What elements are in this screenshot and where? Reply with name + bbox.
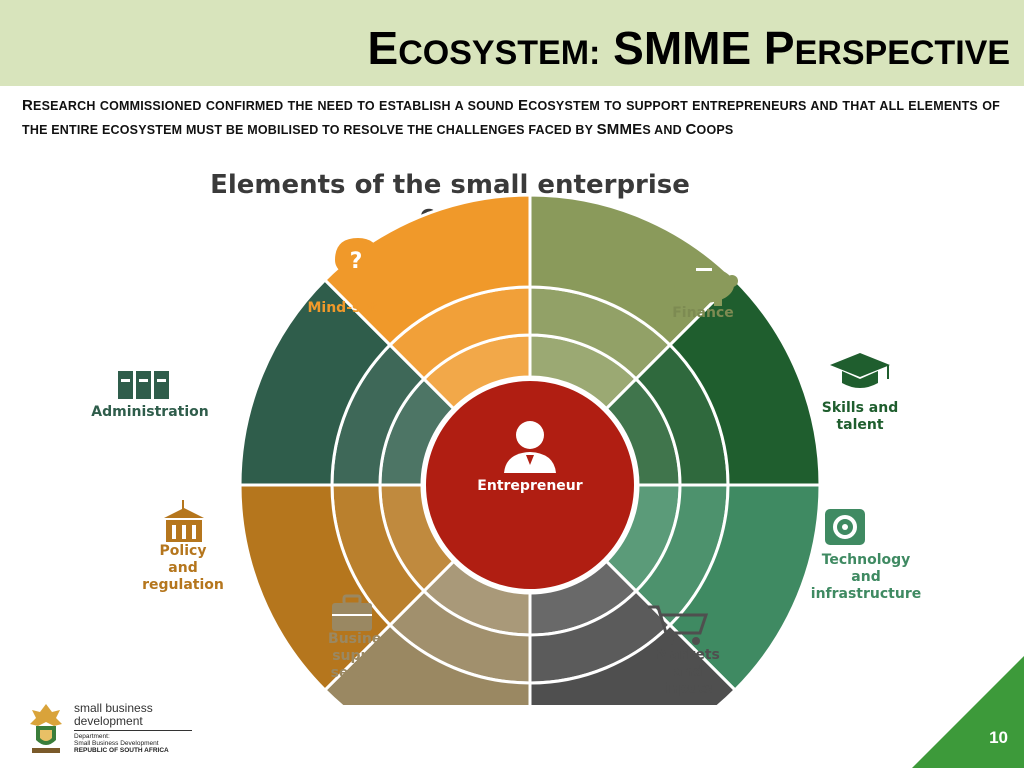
ring-segment xyxy=(322,193,532,348)
svg-text:?: ? xyxy=(350,249,363,274)
label-policy-2: and xyxy=(168,560,197,576)
lead-paragraph: Research commissioned confirmed the need… xyxy=(22,94,1000,142)
label-skills-2: talent xyxy=(836,417,883,433)
lead-text-4: oops xyxy=(696,123,734,137)
diagram-heading-line1: Elements of the small enterprise xyxy=(210,170,690,200)
briefcase-icon xyxy=(332,594,372,631)
lead-text-3: s and xyxy=(642,123,686,137)
label-administration: Administration xyxy=(91,404,208,420)
gear-icon xyxy=(825,509,865,545)
binders-icon xyxy=(118,371,169,399)
label-policy-1: Policy xyxy=(160,543,207,559)
label-business-3: services xyxy=(331,665,396,681)
label-business-2: support xyxy=(332,648,394,664)
label-tech-2: and xyxy=(851,569,880,585)
title-smme: SMME xyxy=(613,22,752,74)
slide-title: ECOSYSTEM: SMME PERSPECTIVE xyxy=(368,22,1010,79)
shopping-cart-icon xyxy=(648,605,709,645)
label-finance: Finance xyxy=(672,305,734,321)
entrepreneur-label: Entrepreneur xyxy=(477,478,582,494)
lead-cap-e: E xyxy=(518,97,529,114)
ecosystem-ring xyxy=(238,193,822,705)
entrepreneur-circle xyxy=(422,377,638,593)
ecosystem-diagram: Elements of the small enterprise ecosyst… xyxy=(91,170,921,705)
lead-cap-r: R xyxy=(22,97,34,114)
label-mindset: Mind-set xyxy=(307,300,376,316)
lead-smme: SMME xyxy=(596,121,643,138)
label-policy-3: regulation xyxy=(142,577,224,593)
label-tech-1: Technology xyxy=(822,552,911,568)
logo-divider xyxy=(74,730,192,731)
logo-line2: development xyxy=(74,714,143,728)
mindset-icon: ? xyxy=(335,238,380,285)
label-markets-2: and xyxy=(673,664,702,680)
label-tech-3: infrastructure xyxy=(811,586,921,602)
label-markets-1: Markets xyxy=(656,647,720,663)
title-letter-p: P xyxy=(763,22,795,74)
page-number: 10 xyxy=(989,728,1008,747)
piggy-bank-icon xyxy=(674,267,738,306)
ring-segment xyxy=(528,622,738,705)
lead-cap-c: C xyxy=(685,121,697,138)
title-cosystem: COSYSTEM: xyxy=(398,34,601,72)
label-skills-1: Skills and xyxy=(822,400,898,416)
title-erspective: ERSPECTIVE xyxy=(794,34,1010,72)
title-bar xyxy=(0,0,1024,86)
logo-dept-name: Small Business Development xyxy=(74,740,159,747)
building-icon xyxy=(164,500,204,542)
department-logo: small business development Department: S… xyxy=(26,700,192,762)
label-markets-3: inputs xyxy=(663,681,713,697)
logo-country: REPUBLIC OF SOUTH AFRICA xyxy=(74,747,169,754)
coat-of-arms-icon xyxy=(30,704,62,753)
label-business-1: Business xyxy=(328,631,398,647)
graduation-cap-icon xyxy=(830,353,890,388)
lead-text-1: esearch commissioned confirmed the need … xyxy=(33,99,519,113)
title-letter-e: E xyxy=(367,22,399,74)
logo-line1: small business xyxy=(74,701,153,715)
person-icon xyxy=(504,421,556,473)
lead-text-2: cosystem to support entrepreneurs and th… xyxy=(22,99,1000,137)
logo-dept: Department: xyxy=(74,733,110,740)
